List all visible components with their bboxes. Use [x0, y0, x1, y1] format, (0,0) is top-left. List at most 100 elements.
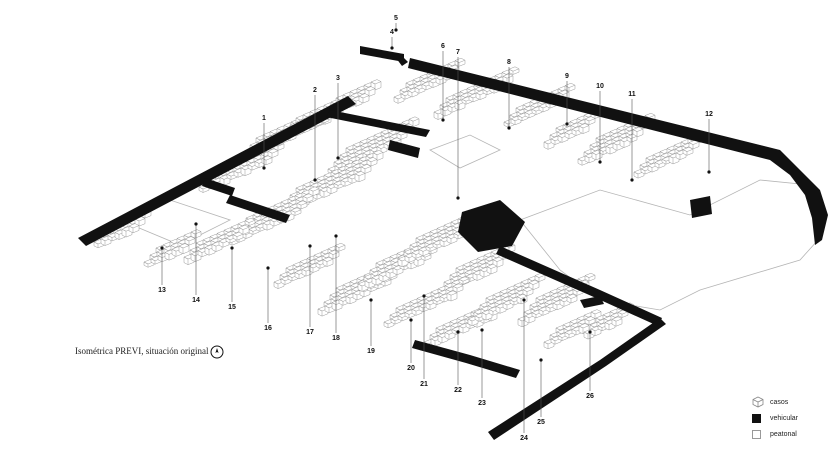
callout-number: 26 [586, 393, 594, 400]
callout-number: 12 [705, 111, 713, 118]
callout-number: 25 [537, 419, 545, 426]
house-block [370, 79, 382, 91]
road-south-west [412, 340, 520, 378]
house-block [354, 171, 366, 183]
callout-marker [456, 196, 460, 200]
house-block [334, 242, 346, 252]
legend-label: casos [770, 398, 789, 406]
callout-number: 8 [507, 59, 511, 66]
house-block [486, 263, 498, 275]
road-central-east [496, 246, 662, 326]
legend-label: peatonal [770, 430, 797, 438]
road-inner-west [202, 178, 235, 196]
callout-marker [336, 156, 340, 160]
callout-marker [522, 298, 526, 302]
callout-marker [308, 244, 312, 248]
callout-marker [390, 46, 394, 50]
road-mid-diagonal [326, 110, 430, 137]
house-block [584, 316, 596, 326]
callout-marker [262, 166, 266, 170]
callout-marker [707, 170, 711, 174]
house-block [522, 286, 534, 297]
callout-number: 19 [367, 348, 375, 355]
callout-marker [588, 330, 592, 334]
central-plaza-block [458, 200, 525, 252]
house-block [458, 276, 470, 285]
house-block [244, 217, 256, 227]
callout-number: 18 [332, 335, 340, 342]
callout-marker [334, 234, 338, 238]
house-block [128, 223, 140, 234]
legend-item-vehicular: vehicular [752, 412, 798, 424]
house-block [446, 290, 458, 302]
callout-marker [422, 294, 426, 298]
house-block [564, 82, 576, 92]
callout-marker [409, 318, 413, 322]
callout-number: 6 [441, 43, 445, 50]
callout-marker [394, 28, 398, 32]
legend-item-peatonal: peatonal [752, 428, 797, 440]
callout-number: 16 [264, 325, 272, 332]
house-block [302, 193, 314, 203]
callout-number: 23 [478, 400, 486, 407]
callout-marker [456, 330, 460, 334]
house-block [566, 293, 578, 304]
house-block [232, 231, 244, 241]
house-block [296, 200, 308, 210]
callout-marker [539, 358, 543, 362]
callout-marker [565, 122, 569, 126]
callout-marker [598, 160, 602, 164]
callout-number: 11 [628, 91, 636, 98]
callout-marker [369, 298, 373, 302]
callout-marker [507, 126, 511, 130]
callout-number: 21 [420, 381, 428, 388]
callout-marker [313, 178, 317, 182]
callout-labels: 1234567891011121314151617181920212223242… [158, 15, 713, 442]
callout-marker [160, 246, 164, 250]
callout-number: 14 [192, 297, 200, 304]
callout-number: 1 [262, 115, 266, 122]
house-block [184, 236, 196, 246]
house-block [492, 256, 504, 268]
house-block [632, 126, 644, 138]
callout-number: 10 [596, 83, 604, 90]
legend-item-casos: casos [752, 396, 788, 408]
road-north-stub [360, 46, 404, 62]
callout-number: 17 [306, 329, 314, 336]
callout-number: 13 [158, 287, 166, 294]
callout-number: 2 [313, 87, 317, 94]
house-block [366, 157, 378, 167]
house-block [584, 116, 596, 126]
vehicular-swatch [752, 413, 761, 423]
house-block [502, 73, 514, 85]
callout-marker [266, 266, 270, 270]
callout-number: 4 [390, 29, 394, 36]
house-block [358, 93, 370, 104]
figure-caption: Isométrica PREVI, situación original [75, 346, 209, 356]
house-block [454, 57, 466, 67]
callout-number: 9 [565, 73, 569, 80]
road-block-a [388, 140, 420, 158]
road-south-diagonal [488, 318, 666, 440]
cube-icon [752, 396, 764, 408]
house-block [611, 316, 623, 327]
callout-marker [230, 246, 234, 250]
callout-number: 7 [456, 49, 460, 56]
house-block [408, 116, 420, 128]
house-block [360, 164, 372, 174]
callout-marker [194, 222, 198, 226]
road-southeast-link [580, 296, 604, 308]
house-block [584, 272, 596, 282]
callout-marker [480, 328, 484, 332]
road-inner-west-2 [226, 195, 290, 223]
house-block [267, 148, 279, 159]
vehicular-roads [78, 46, 828, 440]
house-block [290, 207, 302, 216]
callout-number: 15 [228, 304, 236, 311]
house-block [452, 283, 464, 293]
callout-number: 22 [454, 387, 462, 394]
house-block [578, 123, 590, 134]
house-block [617, 309, 629, 318]
road-north-edge [396, 58, 408, 66]
